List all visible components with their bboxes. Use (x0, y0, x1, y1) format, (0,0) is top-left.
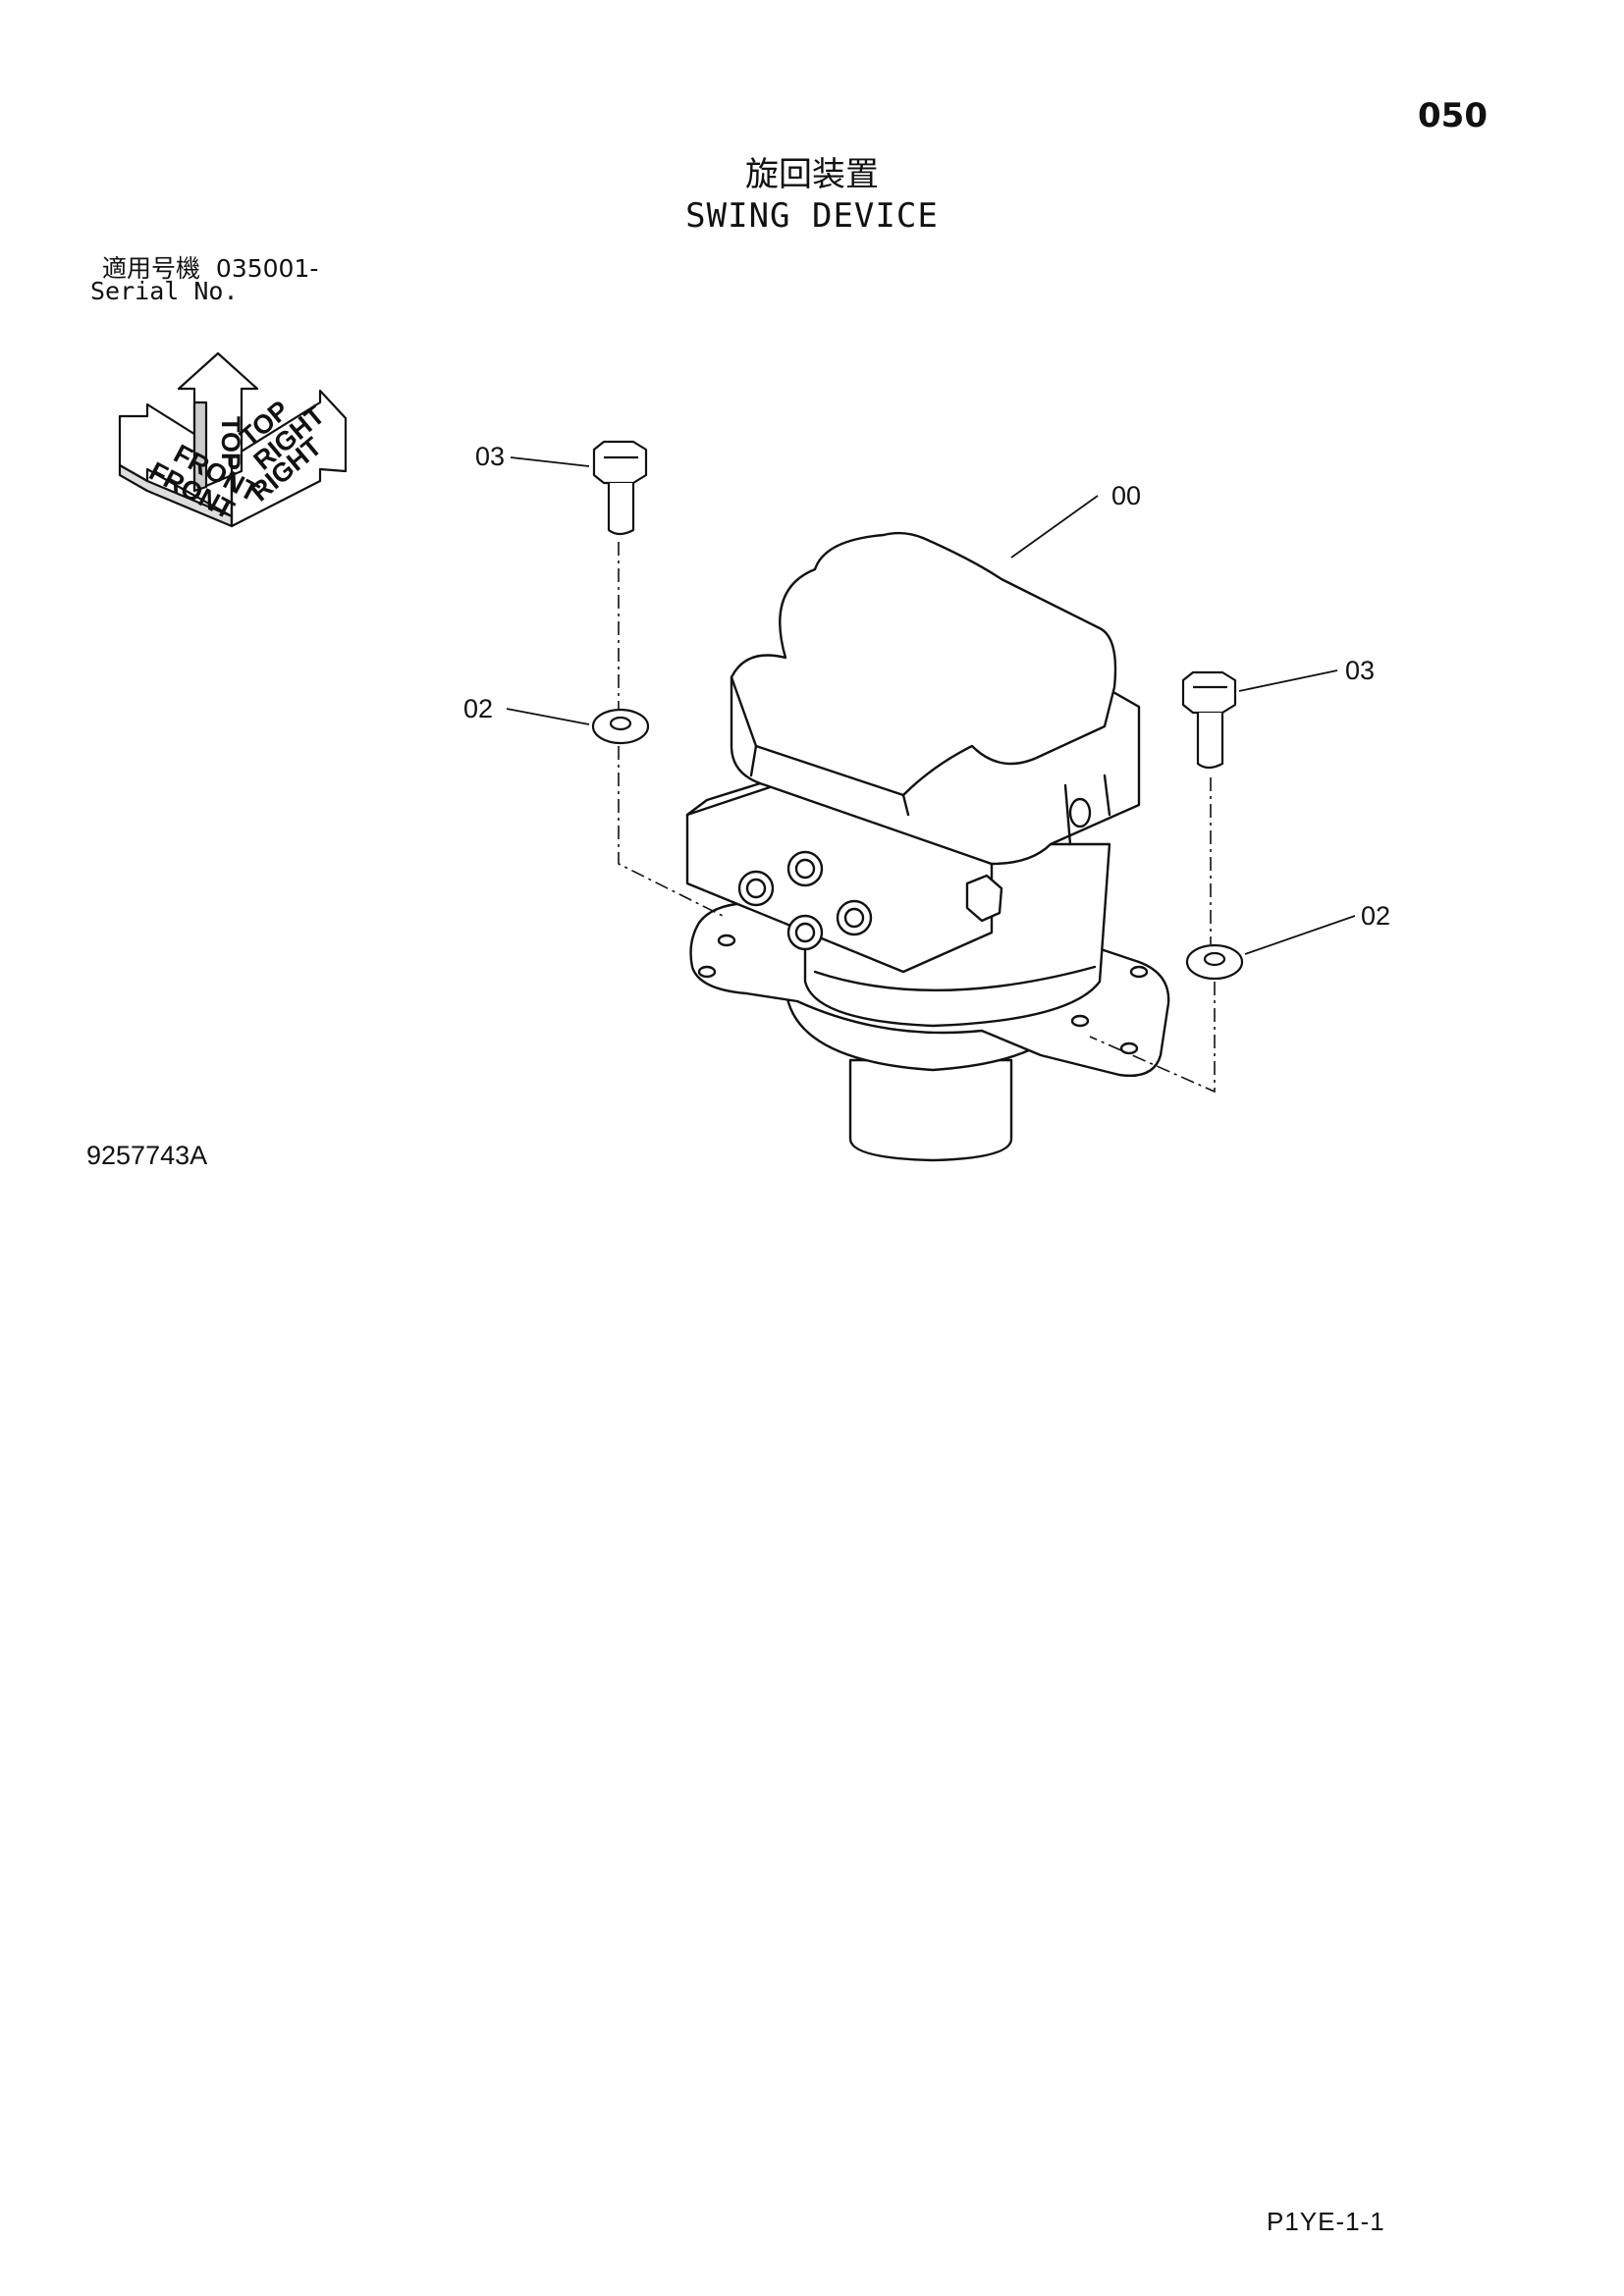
drawing-number: 9257743A (86, 1141, 208, 1170)
serial-label-english: Serial No. (90, 277, 239, 305)
page-title-english: SWING DEVICE (685, 196, 939, 236)
bolt-left (592, 440, 648, 536)
washer-left (591, 708, 650, 745)
bolt-right (1181, 670, 1237, 770)
callout-bolt-right: 03 (1345, 656, 1375, 685)
page-reference: P1YE-1-1 (1267, 2207, 1385, 2236)
serial-label-japanese: 適用号機 (102, 254, 201, 283)
page-number: 050 (1418, 96, 1488, 135)
callout-bolt-left: 03 (475, 442, 505, 471)
leader-lines (506, 456, 1356, 955)
page-title-japanese: 旋回装置 (745, 155, 879, 194)
washer-right (1185, 943, 1244, 981)
callout-main-unit: 00 (1111, 481, 1141, 510)
alignment-lines (618, 542, 1216, 1094)
orientation-indicator (118, 351, 348, 528)
serial-number: 035001- (215, 254, 319, 283)
callout-washer-right: 02 (1361, 901, 1390, 931)
orientation-label-top: TOP (216, 416, 245, 470)
callout-washer-left: 02 (463, 694, 493, 723)
serial-line: 適用号機 035001- (102, 249, 318, 285)
swing-device-assembly (685, 531, 1170, 1162)
